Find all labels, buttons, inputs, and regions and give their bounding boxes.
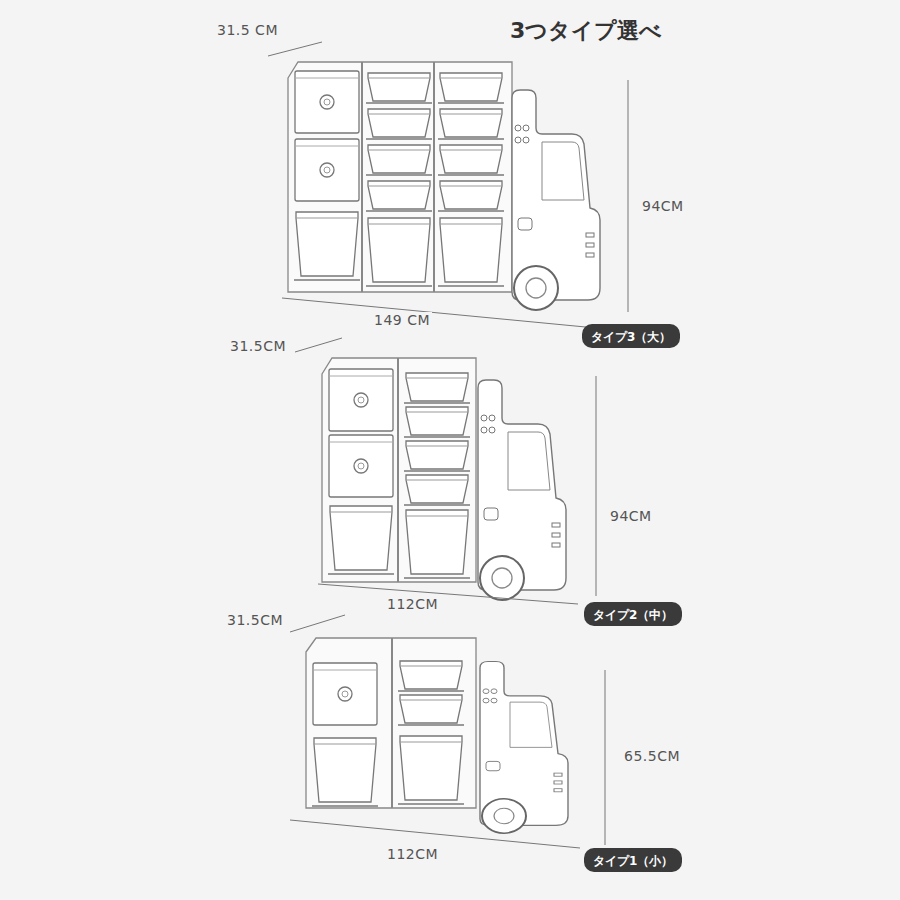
dimension-label: 112CM — [385, 846, 440, 862]
type-badge: タイプ3（大） — [582, 324, 680, 348]
dimension-label: 31.5CM — [228, 338, 288, 354]
dimension-label: 31.5CM — [225, 612, 285, 628]
type-text: タイプ3（大） — [591, 330, 671, 344]
type-text: タイプ1（小） — [593, 854, 673, 868]
type3-shelf — [268, 42, 628, 328]
dimension-label: 65.5CM — [622, 748, 682, 764]
dimension-label: 31.5 CM — [215, 22, 280, 38]
dimension-label: 149 CM — [372, 312, 432, 328]
title: 3つタイプ選べ — [510, 16, 662, 46]
dimension-label: 94CM — [640, 198, 686, 214]
type-badge: タイプ1（小） — [584, 848, 682, 872]
dimension-label: 94CM — [608, 508, 654, 524]
type-badge: タイプ2（中） — [584, 602, 682, 626]
type-text: タイプ2（中） — [593, 608, 673, 622]
type2-shelf — [295, 338, 596, 604]
dimension-label: 112CM — [385, 596, 440, 612]
type1-shelf — [290, 615, 605, 848]
